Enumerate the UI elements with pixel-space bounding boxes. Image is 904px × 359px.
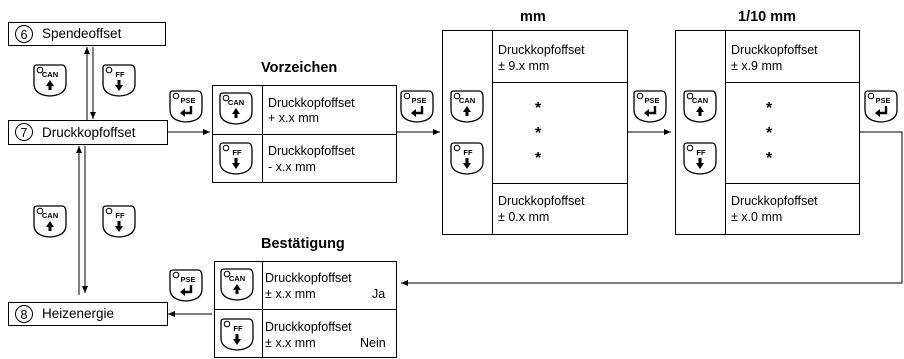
pse-key-label: PSE xyxy=(411,96,426,105)
arrow-down-icon xyxy=(115,221,123,232)
pse-key-label: PSE xyxy=(180,96,195,105)
mm-box-divider-bottom xyxy=(492,183,628,184)
can-key-label: CAN xyxy=(692,96,708,105)
confirm-yes-value: Ja xyxy=(372,287,386,301)
menu-label-heizenergie: Heizenergie xyxy=(42,306,115,321)
arrow-down-icon xyxy=(463,158,471,169)
mm-ellipsis-2: * xyxy=(535,125,542,142)
can-key-label: CAN xyxy=(42,211,58,220)
ff-key[interactable]: FF xyxy=(218,140,254,176)
tenth-box-divider-v xyxy=(725,30,726,235)
arrow-down-icon xyxy=(696,158,704,169)
enter-arrow-icon xyxy=(180,109,185,117)
menu-label-spendeoffset: Spendeoffset xyxy=(42,26,122,41)
confirm-no-line1: Druckkopfoffset xyxy=(265,320,352,334)
menu-number-8: 8 xyxy=(15,305,33,323)
ff-key[interactable]: FF xyxy=(101,203,137,239)
can-key-label: CAN xyxy=(229,274,245,283)
can-key[interactable]: CAN xyxy=(219,266,255,302)
can-key[interactable]: CAN xyxy=(32,62,68,98)
ff-key[interactable]: FF xyxy=(101,62,137,98)
tenth-ellipsis-3: * xyxy=(766,150,773,167)
ff-key[interactable]: FF xyxy=(682,140,718,176)
ff-key-label: FF xyxy=(115,70,125,79)
menu-label-druckkopfoffset: Druckkopfoffset xyxy=(42,125,136,140)
confirm-box-divider-h xyxy=(214,309,397,310)
enter-arrow-icon xyxy=(875,109,880,117)
arrow-down-icon xyxy=(115,80,123,91)
enter-arrow-icon xyxy=(411,109,416,117)
ff-key-label: FF xyxy=(463,148,473,157)
mm-box xyxy=(442,30,628,235)
menu-item-spendeoffset[interactable] xyxy=(8,22,166,46)
heading-mm: mm xyxy=(520,9,546,25)
pse-key-label: PSE xyxy=(180,275,195,284)
pse-key[interactable]: PSE xyxy=(863,88,899,124)
ff-key-label: FF xyxy=(232,148,242,157)
tenth-bottom-line1: Druckkopfoffset xyxy=(731,194,818,208)
arrow-up-icon xyxy=(46,80,54,90)
heading-bestaetigung: Bestätigung xyxy=(261,236,345,252)
pse-key-label: PSE xyxy=(875,96,890,105)
tenth-top-line1: Druckkopfoffset xyxy=(731,43,818,57)
tenth-ellipsis-2: * xyxy=(766,125,773,142)
sign-plus-line1: Druckkopfoffset xyxy=(268,96,355,110)
confirm-yes-line1: Druckkopfoffset xyxy=(265,271,352,285)
pse-key-label: PSE xyxy=(644,96,659,105)
mm-ellipsis-1: * xyxy=(535,100,542,117)
arrow-up-icon xyxy=(232,108,240,118)
mm-top-line2: ± 9.x mm xyxy=(498,59,550,73)
enter-arrow-icon xyxy=(180,288,185,296)
sign-minus-line2: - x.x mm xyxy=(268,160,316,174)
sign-box-divider-h xyxy=(212,134,397,135)
confirm-yes-line2: ± x.x mm xyxy=(265,287,316,301)
mm-ellipsis-3: * xyxy=(535,150,542,167)
ff-key-label: FF xyxy=(696,148,706,157)
ff-key[interactable]: FF xyxy=(219,316,255,352)
ff-key[interactable]: FF xyxy=(449,140,485,176)
pse-key[interactable]: PSE xyxy=(399,88,435,124)
menu-number-7: 7 xyxy=(15,123,33,141)
mm-bottom-line1: Druckkopfoffset xyxy=(498,194,585,208)
sign-plus-line2: + x.x mm xyxy=(268,111,320,125)
pse-key[interactable]: PSE xyxy=(168,267,204,303)
menu-number-6: 6 xyxy=(15,25,33,43)
arrow-up-icon xyxy=(463,106,471,116)
can-key[interactable]: CAN xyxy=(32,203,68,239)
heading-tenth-mm: 1/10 mm xyxy=(738,9,797,25)
confirm-no-value: Nein xyxy=(360,336,386,350)
can-key[interactable]: CAN xyxy=(449,88,485,124)
arrow-up-icon xyxy=(696,106,704,116)
enter-arrow-icon xyxy=(644,109,649,117)
tenth-bottom-line2: ± x.0 mm xyxy=(731,210,783,224)
pse-key[interactable]: PSE xyxy=(168,88,204,124)
mm-top-line1: Druckkopfoffset xyxy=(498,43,585,57)
mm-box-divider-v xyxy=(492,30,493,235)
mm-box-divider-top xyxy=(492,82,628,83)
can-key-label: CAN xyxy=(228,98,244,107)
menu-item-heizenergie[interactable] xyxy=(8,302,168,326)
can-key-label: CAN xyxy=(459,96,475,105)
mm-bottom-line2: ± 0.x mm xyxy=(498,210,550,224)
ff-key-label: FF xyxy=(233,324,243,333)
arrow-down-icon xyxy=(233,334,241,345)
arrow-up-icon xyxy=(46,221,54,231)
tenth-box xyxy=(675,30,860,235)
confirm-no-line2: ± x.x mm xyxy=(265,336,316,350)
tenth-box-divider-top xyxy=(725,82,860,83)
arrow-up-icon xyxy=(233,284,241,294)
tenth-box-divider-bottom xyxy=(725,183,860,184)
tenth-ellipsis-1: * xyxy=(766,100,773,117)
pse-key[interactable]: PSE xyxy=(632,88,668,124)
can-key-label: CAN xyxy=(42,70,58,79)
sign-minus-line1: Druckkopfoffset xyxy=(268,144,355,158)
menu-item-druckkopfoffset[interactable] xyxy=(8,120,168,145)
can-key[interactable]: CAN xyxy=(682,88,718,124)
heading-vorzeichen: Vorzeichen xyxy=(261,60,338,76)
arrow-down-icon xyxy=(232,158,240,169)
tenth-top-line2: ± x.9 mm xyxy=(731,59,783,73)
can-key[interactable]: CAN xyxy=(218,90,254,126)
ff-key-label: FF xyxy=(115,211,125,220)
